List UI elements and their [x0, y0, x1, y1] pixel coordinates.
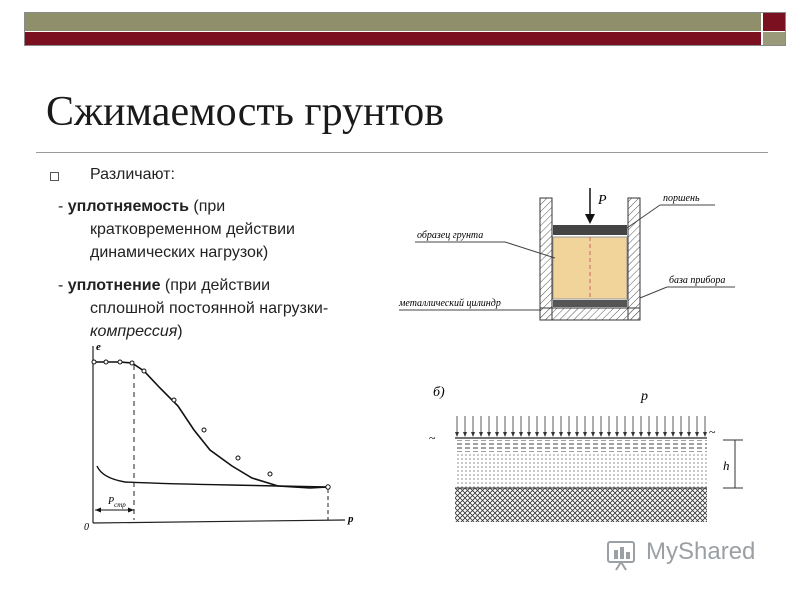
- data-points: [91, 359, 331, 490]
- load-arrow-head: [615, 432, 619, 437]
- load-arrow-head: [511, 432, 515, 437]
- label-piston: поршень: [663, 193, 700, 204]
- dash: -: [58, 198, 68, 215]
- load-arrow-head: [471, 432, 475, 437]
- load-arrow-head: [519, 432, 523, 437]
- load-arrow-head: [575, 432, 579, 437]
- layer-top: [455, 440, 707, 452]
- load-arrowhead: [585, 214, 595, 224]
- load-arrow-head: [639, 432, 643, 437]
- y-axis-label: e: [96, 341, 101, 353]
- term-compaction: уплотнение: [67, 277, 161, 294]
- header-corner-square-top: [763, 13, 785, 31]
- cylinder-wall-right: [627, 197, 641, 321]
- pstr-label: Pстр: [107, 496, 126, 509]
- item-text: ): [177, 323, 183, 340]
- load-arrow-head: [543, 432, 547, 437]
- origin-label: 0: [84, 522, 89, 533]
- item-compactability-line1: - уплотняемость (при: [58, 195, 225, 218]
- porous-stone: [553, 300, 627, 307]
- myshared-logo-icon: [607, 541, 635, 571]
- title-divider: [36, 152, 768, 153]
- x-axis: [92, 519, 346, 524]
- item-compaction-line2: сплошной постоянной нагрузки-: [90, 300, 329, 317]
- compression-curve-diagram: e p 0 Pстр: [84, 341, 354, 533]
- load-arrow-head: [679, 432, 683, 437]
- load-arrow-head: [479, 432, 483, 437]
- load-arrow-head: [551, 432, 555, 437]
- load-arrow-head: [599, 432, 603, 437]
- pstr-subscript: стр: [114, 501, 126, 509]
- term-compression: компрессия: [90, 323, 178, 340]
- intro-text: Различают:: [90, 166, 175, 183]
- load-arrow-head: [663, 432, 667, 437]
- piston: [553, 225, 627, 235]
- load-arrow-head: [455, 432, 459, 437]
- unloading-curve: [96, 465, 329, 488]
- load-label: P: [597, 193, 607, 208]
- load-arrow-head: [671, 432, 675, 437]
- pstr-arrow-right: [128, 507, 134, 513]
- item-compactability-line2: кратковременном действии: [90, 221, 295, 238]
- item-text: (при: [188, 198, 226, 215]
- load-arrow-head: [559, 432, 563, 437]
- break-mark-left: ~: [429, 431, 436, 445]
- compressible-layer: [455, 452, 707, 488]
- term-compactability: уплотняемость: [67, 198, 189, 215]
- load-arrow-head: [463, 432, 467, 437]
- dash: -: [58, 277, 68, 294]
- pstr-arrow-left: [95, 507, 101, 513]
- load-arrow-head: [647, 432, 651, 437]
- load-arrow-head: [703, 432, 707, 437]
- load-arrow-head: [687, 432, 691, 437]
- watermark-text: MyShared: [646, 538, 756, 565]
- leader-sample: [504, 241, 556, 259]
- item-compactability-line3: динамических нагрузок): [90, 244, 269, 261]
- load-arrow-head: [695, 432, 699, 437]
- soil-layers-diagram: б) p ~ ~ h: [429, 385, 743, 522]
- load-arrow-head: [567, 432, 571, 437]
- load-arrow-head: [631, 432, 635, 437]
- load-arrow-head: [495, 432, 499, 437]
- panel-label: б): [433, 385, 445, 400]
- header-corner-square-bottom: [763, 32, 785, 45]
- oedometer-diagram: P поршень образец грунта база прибора ме…: [398, 188, 735, 321]
- break-mark-right: ~: [709, 425, 716, 439]
- height-label: h: [723, 458, 730, 473]
- load-arrow-head: [535, 432, 539, 437]
- header-olive-band: [25, 13, 761, 31]
- load-arrow-head: [607, 432, 611, 437]
- item-compaction-line1: - уплотнение (при действии: [58, 274, 270, 297]
- label-sample: образец грунта: [417, 230, 483, 241]
- cylinder-wall-left: [539, 197, 553, 321]
- loading-curve: [94, 361, 329, 489]
- load-arrow-head: [591, 432, 595, 437]
- label-cylinder: металлический цилиндр: [398, 298, 501, 309]
- leader-piston: [626, 204, 661, 229]
- load-arrow-head: [487, 432, 491, 437]
- load-arrow-head: [655, 432, 659, 437]
- load-arrow-head: [503, 432, 507, 437]
- distributed-load-arrows: [455, 416, 707, 437]
- item-compaction-line3: компрессия): [90, 320, 183, 343]
- x-axis-label: p: [347, 513, 354, 525]
- bullet-square-icon: [50, 172, 59, 181]
- device-base: [539, 307, 641, 321]
- item-text: (при действии: [160, 277, 271, 294]
- label-base: база прибора: [669, 275, 725, 286]
- leader-base: [639, 286, 668, 299]
- load-label: p: [640, 389, 648, 404]
- load-arrow-head: [623, 432, 627, 437]
- header-red-band: [25, 32, 761, 45]
- load-arrow-head: [583, 432, 587, 437]
- base-layer: [455, 488, 707, 522]
- load-arrow-head: [527, 432, 531, 437]
- pstr-letter: P: [107, 496, 114, 507]
- slide-title: Сжимаемость грунтов: [46, 89, 445, 135]
